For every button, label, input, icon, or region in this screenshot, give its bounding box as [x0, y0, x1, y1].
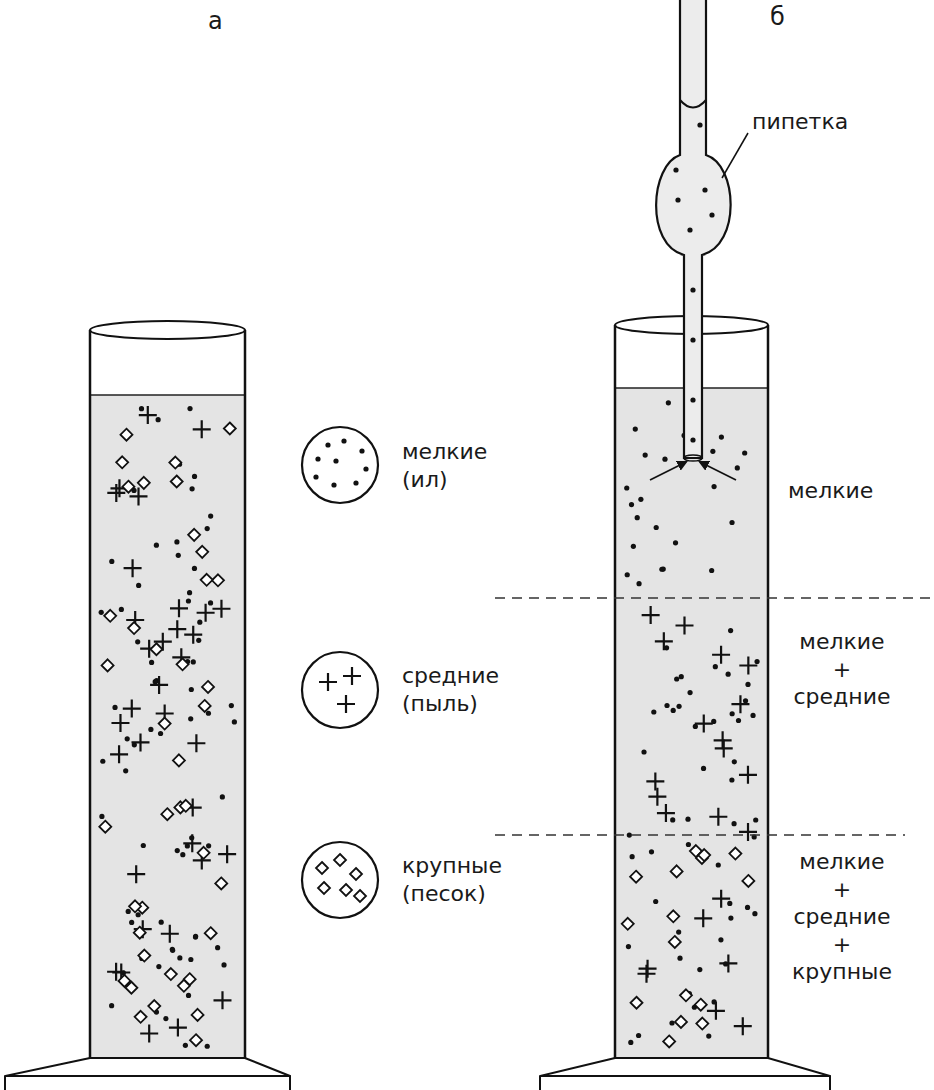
legend-text: мелкие (ил) [402, 438, 487, 493]
legend-samples [302, 427, 378, 918]
legend-sample [302, 427, 378, 503]
legend-sample [302, 652, 378, 728]
legend-sample [302, 842, 378, 918]
zone-label: мелкие + средние [793, 628, 890, 711]
zone-divider [495, 598, 930, 835]
part-name: пипетка [752, 108, 848, 136]
panel-letter: б [770, 2, 785, 32]
pipette [650, 0, 748, 480]
zone-label: мелкие [788, 477, 873, 505]
zone-label: мелкие + средние + крупные [792, 848, 892, 986]
particles [99, 406, 237, 1049]
cylinder-a [5, 321, 290, 1090]
legend-text: средние (пыль) [402, 662, 499, 717]
panel-letter: а [208, 6, 223, 36]
particles [622, 400, 760, 1047]
legend-text: крупные (песок) [402, 852, 502, 907]
